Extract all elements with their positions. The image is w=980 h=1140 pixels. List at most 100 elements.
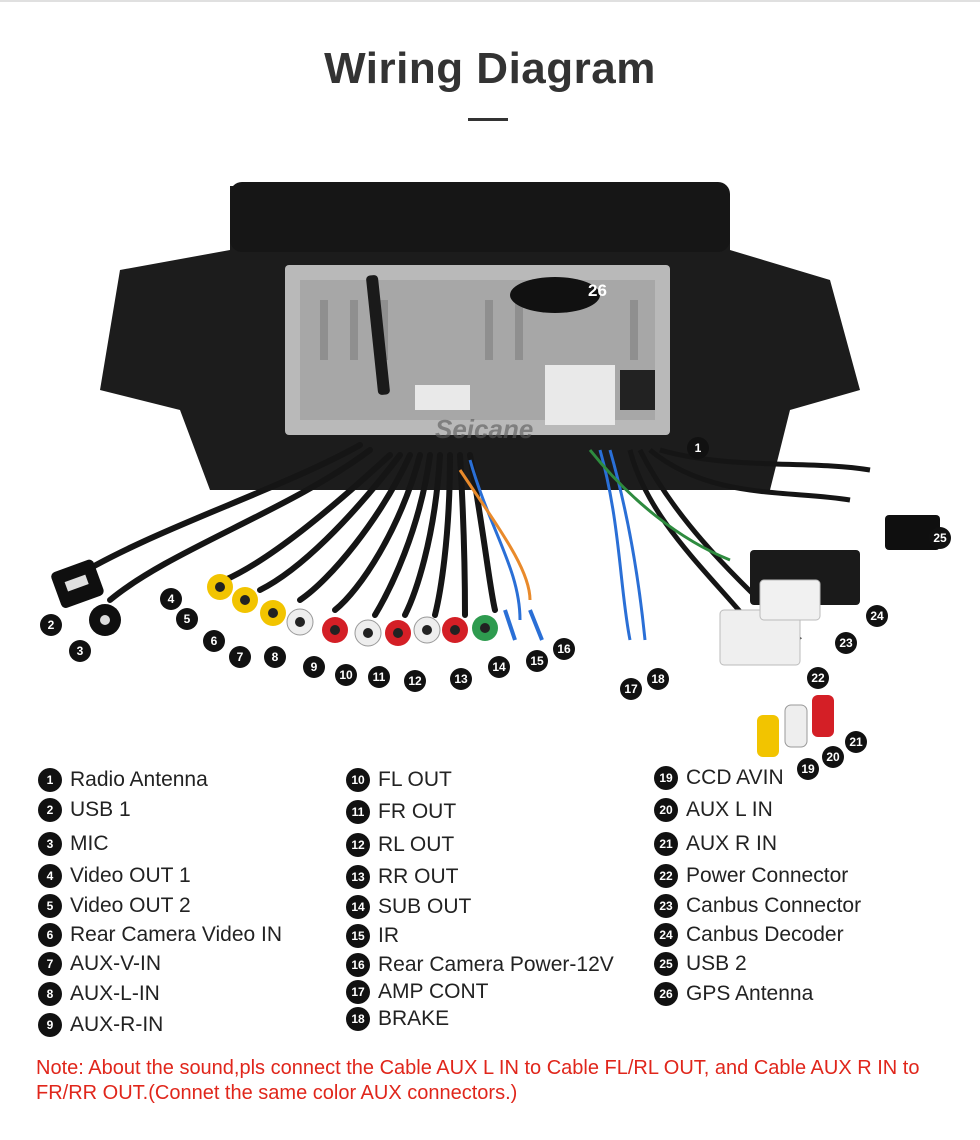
legend-number: 7 [38, 952, 62, 976]
legend-item-17: 17 AMP CONT [346, 980, 488, 1004]
legend-label: USB 2 [686, 952, 747, 975]
legend-number: 16 [346, 953, 370, 977]
usb2-plug [885, 515, 940, 550]
watermark: Seicane [435, 414, 533, 444]
legend-number: 10 [346, 768, 370, 792]
callout-8: 8 [264, 646, 286, 668]
legend-label: RL OUT [378, 833, 455, 856]
legend-label: AMP CONT [378, 980, 489, 1003]
legend-label: IR [378, 924, 399, 947]
legend-label: Power Connector [686, 864, 849, 887]
legend-number: 15 [346, 924, 370, 948]
legend-label: AUX-V-IN [70, 952, 162, 975]
top-divider [0, 0, 980, 2]
legend-item-6: 6 Rear Camera Video IN [38, 923, 282, 947]
legend-label: RR OUT [378, 865, 459, 888]
legend-item-24: 24 Canbus Decoder [654, 923, 844, 947]
callout-3: 3 [69, 640, 91, 662]
legend-label: AUX L IN [686, 798, 773, 821]
legend-item-26: 26 GPS Antenna [654, 982, 813, 1006]
legend-number: 22 [654, 864, 678, 888]
legend-number: 20 [654, 798, 678, 822]
legend-label: Radio Antenna [70, 768, 208, 791]
head-unit-photo: 26 Seicane [51, 182, 940, 757]
legend-number: 6 [38, 923, 62, 947]
page-title: Wiring Diagram [324, 44, 656, 93]
legend-item-3: 3 MIC [38, 832, 109, 856]
legend-item-20: 20 AUX L IN [654, 798, 773, 822]
legend-item-1: 1 Radio Antenna [38, 768, 208, 792]
callout-25: 25 [929, 527, 951, 549]
legend-item-16: 16 Rear Camera Power-12V [346, 953, 614, 977]
callout-15: 15 [526, 650, 548, 672]
legend-number: 2 [38, 798, 62, 822]
legend-label: CCD AVIN [686, 766, 784, 789]
callout-1: 1 [687, 437, 709, 459]
callout-7: 7 [229, 646, 251, 668]
legend-number: 5 [38, 894, 62, 918]
legend-number: 11 [346, 800, 370, 824]
legend-number: 21 [654, 832, 678, 856]
legend-number: 23 [654, 894, 678, 918]
legend-label: FR OUT [378, 800, 457, 823]
legend-number: 26 [654, 982, 678, 1006]
legend-item-8: 8 AUX-L-IN [38, 982, 160, 1006]
callout-5: 5 [176, 608, 198, 630]
legend-label: BRAKE [378, 1007, 450, 1030]
legend-label: Video OUT 1 [70, 864, 191, 887]
legend-item-10: 10 FL OUT [346, 768, 452, 792]
gps-antenna [510, 277, 600, 313]
legend-item-5: 5 Video OUT 2 [38, 894, 191, 918]
callout-12: 12 [404, 670, 426, 692]
legend-item-4: 4 Video OUT 1 [38, 864, 191, 888]
legend-number: 9 [38, 1013, 62, 1037]
title-underline [468, 118, 508, 121]
legend-label: Rear Camera Video IN [70, 923, 283, 946]
legend-item-23: 23 Canbus Connector [654, 894, 861, 918]
gps-callout: 26 [588, 281, 607, 300]
legend-label: AUX-L-IN [70, 982, 160, 1005]
legend-number: 3 [38, 832, 62, 856]
legend-label: FL OUT [378, 768, 452, 791]
legend-item-22: 22 Power Connector [654, 864, 848, 888]
legend-label: Canbus Decoder [686, 923, 844, 946]
legend-label: MIC [70, 832, 109, 855]
callout-18: 18 [647, 668, 669, 690]
legend-number: 17 [346, 980, 370, 1004]
legend-number: 19 [654, 766, 678, 790]
legend-item-7: 7 AUX-V-IN [38, 952, 161, 976]
callout-6: 6 [203, 630, 225, 652]
callout-11: 11 [368, 666, 390, 688]
callout-4: 4 [160, 588, 182, 610]
sound-note: Note: About the sound,pls connect the Ca… [36, 1057, 920, 1104]
callout-2: 2 [40, 614, 62, 636]
wifi-antenna [366, 275, 390, 395]
canbus-connector [759, 579, 821, 621]
callout-10: 10 [335, 664, 357, 686]
legend-number: 12 [346, 833, 370, 857]
legend-label: Video OUT 2 [70, 894, 191, 917]
legend-number: 24 [654, 923, 678, 947]
legend-label: AUX-R-IN [70, 1013, 164, 1036]
callout-24: 24 [866, 605, 888, 627]
legend-number: 4 [38, 864, 62, 888]
legend-label: Rear Camera Power-12V [378, 953, 614, 976]
legend-number: 8 [38, 982, 62, 1006]
ccd-rca-white [784, 704, 808, 748]
rca-row [207, 574, 498, 647]
legend-number: 1 [38, 768, 62, 792]
callout-19: 19 [797, 758, 819, 780]
legend-label: GPS Antenna [686, 982, 814, 1005]
legend-number: 18 [346, 1007, 370, 1031]
callout-13: 13 [450, 668, 472, 690]
callout-22: 22 [807, 667, 829, 689]
ccd-rca-red [812, 695, 834, 737]
callout-23: 23 [835, 632, 857, 654]
callout-16: 16 [553, 638, 575, 660]
legend-label: Canbus Connector [686, 894, 862, 917]
legend-item-19: 19 CCD AVIN [654, 766, 784, 790]
